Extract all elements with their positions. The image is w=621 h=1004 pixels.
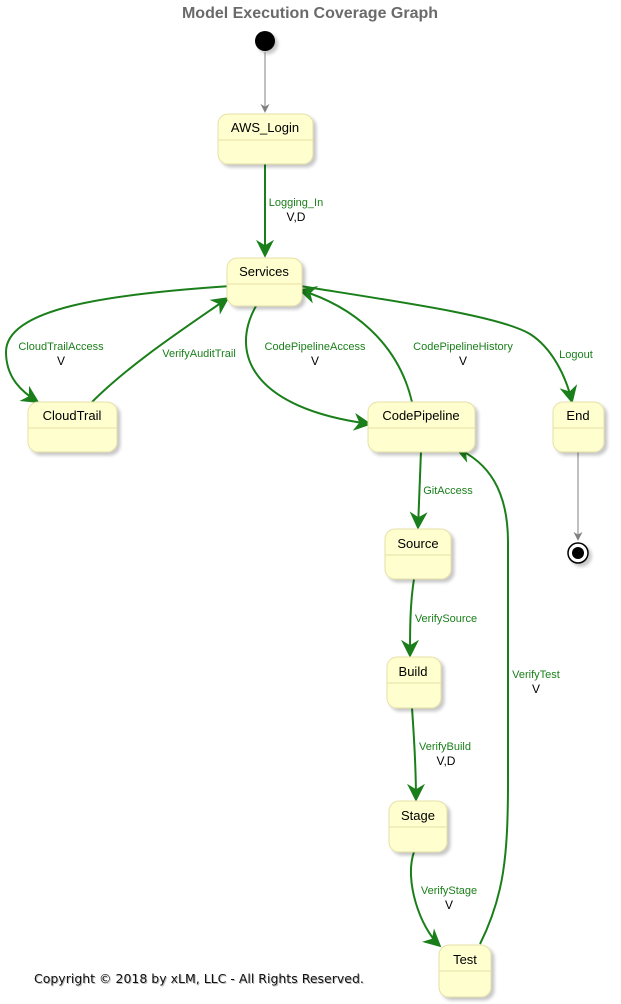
edge-label-verify-test: VerifyTest [512, 669, 560, 681]
edge-label-verify-audit-trail: VerifyAuditTrail [162, 348, 236, 360]
edge-marks-verify-test: V [532, 682, 540, 696]
state-services [226, 257, 303, 307]
edge-label-verify-stage: VerifyStage [421, 885, 477, 897]
edge-label-logout: Logout [559, 349, 593, 361]
edge-marks-cloudtrail-access: V [57, 354, 65, 368]
edge-marks-verify-stage: V [445, 898, 453, 912]
state-cloudtrail [27, 401, 118, 453]
state-test [438, 944, 492, 998]
state-label-source: Source [397, 536, 438, 551]
edge-verify-source [401, 578, 420, 658]
state-label-end: End [566, 408, 589, 423]
edge-git-access [409, 450, 428, 530]
edge-verify-build [406, 707, 425, 802]
state-label-services: Services [239, 264, 289, 279]
edge-verify-audit-trail [91, 296, 230, 403]
copyright-text: Copyright © 2018 by xLM, LLC - All Right… [34, 971, 364, 986]
state-label-cloudtrail: CloudTrail [43, 408, 102, 423]
initial-state-dot [255, 31, 275, 51]
state-label-codepipeline: CodePipeline [382, 408, 459, 423]
state-codepipeline [367, 401, 476, 453]
edge-label-logging-in: Logging_In [269, 197, 323, 209]
state-end [552, 401, 605, 453]
edge-cloudtrail-access [4, 285, 232, 403]
edge-label-cloudtrail-access: CloudTrailAccess [18, 341, 104, 353]
edge-logout [299, 285, 578, 404]
edge-marks-codepipeline-history: V [459, 354, 467, 368]
edge-label-codepipeline-access: CodePipelineAccess [265, 341, 366, 353]
edge-label-codepipeline-history: CodePipelineHistory [413, 341, 513, 353]
state-source [384, 528, 452, 580]
edge-label-verify-build: VerifyBuild [419, 741, 471, 753]
edge-verify-stage [409, 851, 442, 948]
state-build [386, 656, 442, 709]
edge-label-verify-source: VerifySource [415, 613, 477, 625]
state-aws-login [217, 113, 314, 165]
edge-codepipeline-history [298, 286, 413, 403]
state-label-test: Test [453, 952, 477, 967]
edge-marks-codepipeline-access: V [311, 354, 319, 368]
edge-codepipeline-access [244, 305, 372, 431]
state-label-stage: Stage [401, 808, 435, 823]
edge-marks-verify-build: V,D [437, 754, 456, 768]
state-label-build: Build [399, 664, 428, 679]
edge-label-git-access: GitAccess [423, 485, 473, 497]
diagram-title: Model Execution Coverage Graph [182, 5, 438, 22]
state-label-aws-login: AWS_Login [231, 120, 299, 135]
copyright-shadow: Copyright © 2018 by xLM, LLC - All Right… [35, 972, 365, 987]
state-stage [388, 800, 448, 853]
final-state-dot [572, 547, 584, 559]
edge-marks-logging-in: V,D [287, 210, 306, 224]
edge-verify-test [454, 446, 509, 945]
